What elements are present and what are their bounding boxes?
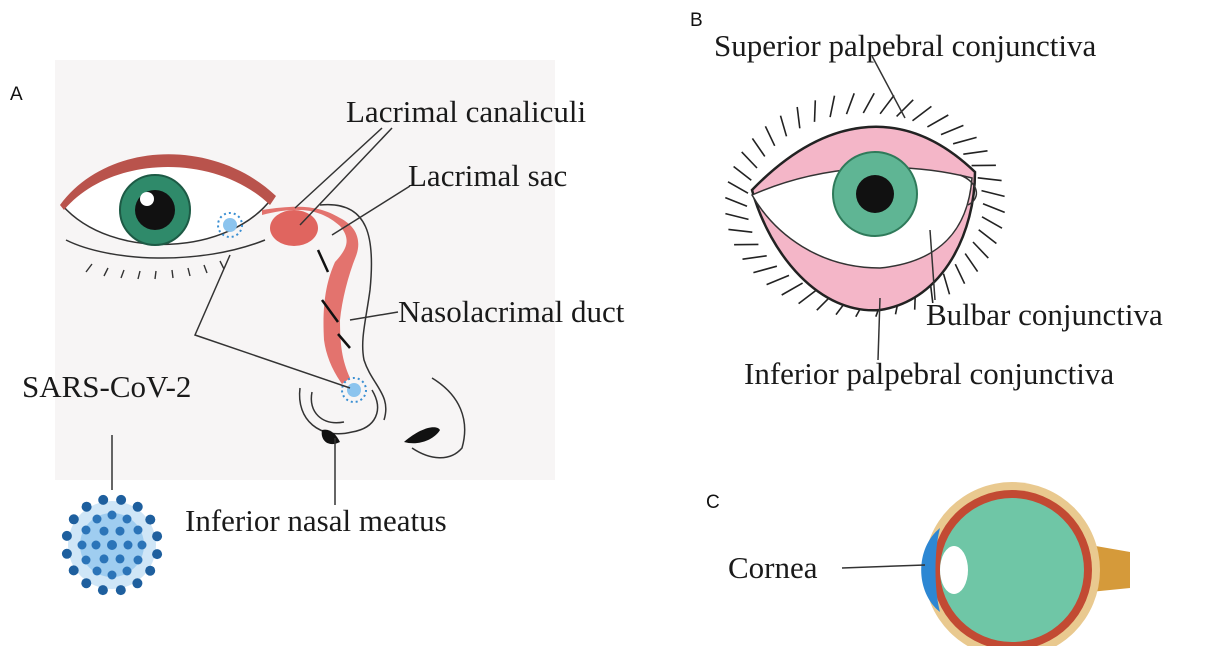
virion-dot [108, 571, 117, 580]
eyelash [847, 93, 855, 114]
sars-cov-2-virion-icon [62, 495, 162, 595]
panel-a-pupil-highlight [140, 192, 154, 206]
virion-dot [116, 527, 125, 536]
panel-label-c: C [706, 492, 720, 513]
virion-dot [132, 578, 142, 588]
eyelash [781, 116, 787, 137]
eyelash [983, 204, 1005, 213]
virion-dot [62, 549, 72, 559]
virion-dot [69, 514, 79, 524]
virion-dot [98, 495, 108, 505]
virion-dot [145, 566, 155, 576]
virion-dot [152, 549, 162, 559]
virion-dot [116, 554, 125, 563]
label-superior-palpebral-conjunctiva: Superior palpebral conjunctiva [714, 28, 1096, 63]
lacrimal-sac-bulb [270, 210, 318, 246]
eyelash [767, 275, 789, 284]
virus-eye-core [223, 218, 237, 232]
eyelash [743, 256, 767, 259]
label-sars-cov-2: SARS-CoV-2 [22, 369, 191, 404]
eyelash [753, 266, 777, 272]
virion-dot [82, 526, 91, 535]
virion-dot [133, 502, 143, 512]
virion-dot [134, 526, 143, 535]
virion-dot [82, 502, 92, 512]
eyelash [797, 107, 800, 128]
eyelash [979, 230, 997, 244]
virion-dot [138, 541, 147, 550]
eyelash [742, 152, 757, 168]
eyelash [734, 167, 752, 181]
eyelash [815, 100, 816, 122]
panel-label-b: B [690, 10, 703, 31]
virion-dot [108, 511, 117, 520]
eyelash [913, 106, 932, 120]
label-inferior-nasal-meatus: Inferior nasal meatus [185, 503, 447, 538]
virion-dot [78, 541, 87, 550]
virion-dot [81, 578, 91, 588]
eyelash [944, 274, 950, 295]
virion-dot [69, 565, 79, 575]
virion-dot [123, 567, 132, 576]
virion-dot [100, 527, 109, 536]
virion-dot [134, 556, 143, 565]
eyelash [728, 182, 748, 193]
panel-b-pupil [856, 175, 894, 213]
virion-dot [98, 585, 108, 595]
label-nasolacrimal-duct: Nasolacrimal duct [398, 294, 625, 329]
eyelash [725, 214, 748, 220]
virus-nose-core [347, 383, 361, 397]
eyelash [799, 289, 818, 303]
eyelash [953, 137, 977, 143]
virion-dot [92, 541, 101, 550]
virion-dot [93, 515, 102, 524]
virion-dot [62, 531, 72, 541]
eyelash [765, 126, 774, 146]
eyelash [955, 264, 964, 284]
virion-dot [116, 495, 126, 505]
eyelash [978, 178, 1002, 181]
label-lacrimal-sac: Lacrimal sac [408, 158, 567, 193]
virion-dot [152, 531, 162, 541]
eyelash [982, 191, 1005, 197]
virion-dot [145, 515, 155, 525]
eyelash [880, 95, 894, 113]
label-bulbar-conjunctiva: Bulbar conjunctiva [926, 297, 1163, 332]
label-cornea: Cornea [728, 550, 818, 585]
eyelash [752, 138, 764, 156]
eyelash [963, 151, 987, 154]
label-inferior-palpebral-conjunctiva: Inferior palpebral conjunctiva [744, 356, 1114, 391]
eyelash [728, 229, 752, 232]
panel-label-a: A [10, 84, 23, 105]
virion-dot [82, 556, 91, 565]
virion-dot [116, 585, 126, 595]
virion-dot [123, 515, 132, 524]
eyelash [965, 254, 977, 272]
eyelash [927, 115, 948, 127]
panel-c: C Cornea [706, 482, 1130, 646]
eyelash [830, 96, 834, 117]
leader-cornea [842, 565, 925, 568]
virion-dot [107, 540, 117, 550]
label-lacrimal-canaliculi: Lacrimal canaliculi [346, 94, 587, 129]
virion-dot [93, 567, 102, 576]
eyelash [725, 198, 747, 207]
panel-b: B Superior palpebral conjunctiva Bulbar … [690, 10, 1163, 391]
virion-dot [100, 554, 109, 563]
leader-superior-palpebral [872, 56, 905, 118]
eyelash [941, 125, 963, 134]
lens [940, 546, 968, 594]
virion-dot [124, 541, 133, 550]
eyelash [863, 93, 874, 113]
eyelash [782, 283, 803, 295]
eyelash [973, 242, 988, 258]
panel-a: A [10, 60, 625, 595]
eyelash [982, 217, 1002, 228]
